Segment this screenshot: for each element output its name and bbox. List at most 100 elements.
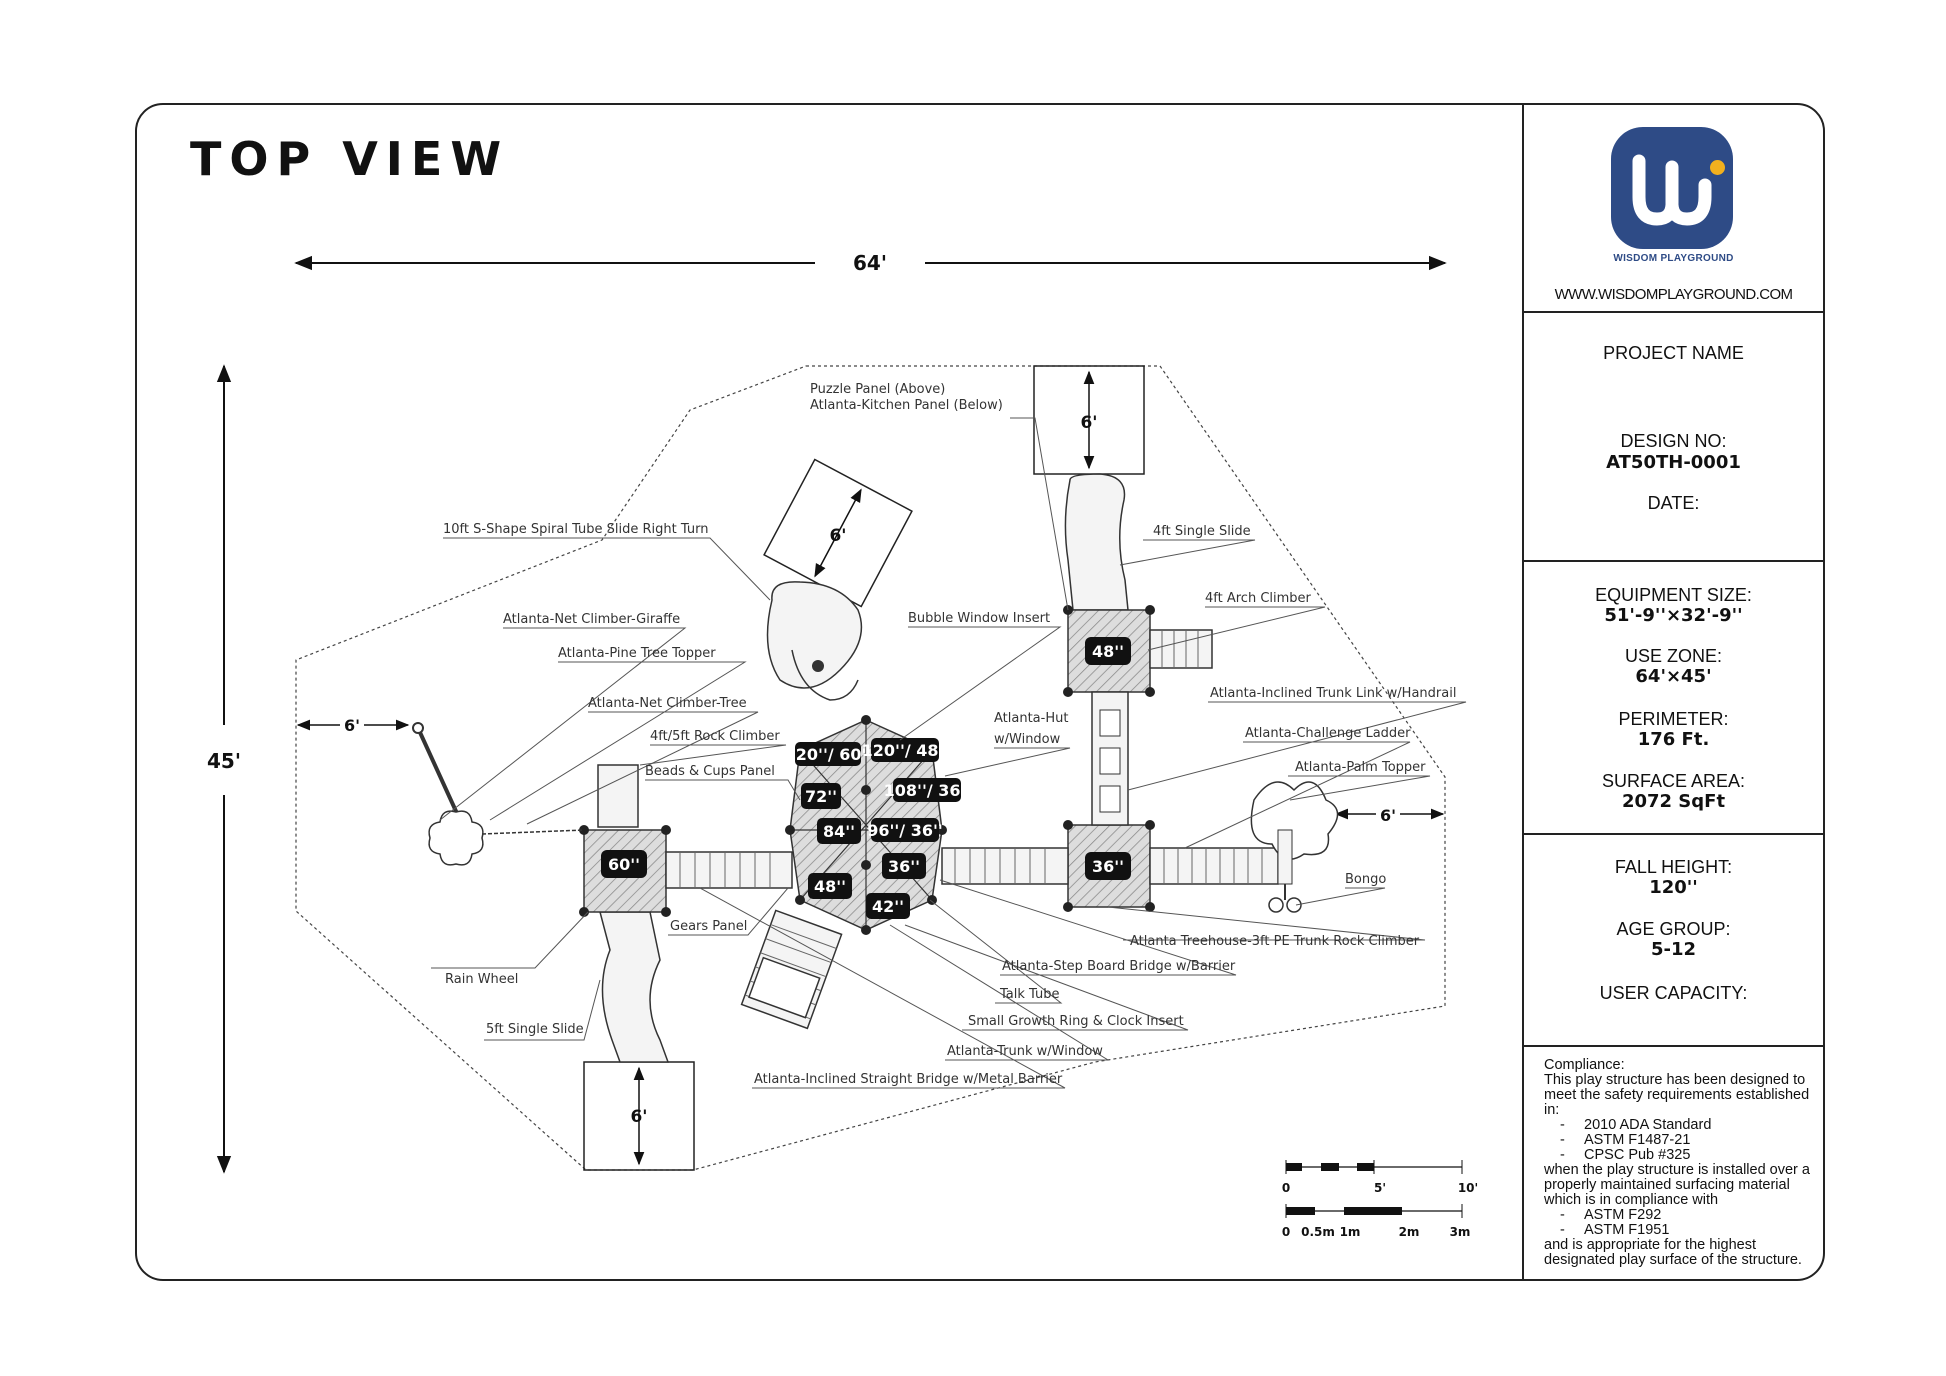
compliance-surfacing: ASTM F292 ASTM F1951 xyxy=(1544,1208,1816,1238)
compliance-middle: when the play structure is installed ove… xyxy=(1544,1162,1810,1208)
compliance-closing: and is appropriate for the highest desig… xyxy=(1544,1237,1802,1268)
compliance-note: Compliance: This play structure has been… xyxy=(1544,1058,1816,1268)
list-item: CPSC Pub #325 xyxy=(1544,1148,1816,1163)
scale-bar-meters: 0 0.5m 1m 2m 3m xyxy=(1282,1204,1471,1239)
title-block-rule xyxy=(1524,833,1823,835)
label-rain-wheel: Rain Wheel xyxy=(445,972,518,987)
svg-text:108''/ 36'': 108''/ 36'' xyxy=(884,781,971,800)
logo-w-icon xyxy=(1632,154,1712,226)
label-trunk-link: Atlanta-Inclined Trunk Link w/Handrail xyxy=(1210,686,1456,701)
age-group-label: AGE GROUP: xyxy=(1616,919,1731,939)
deck-height-badge: 120''/ 60'' xyxy=(785,742,872,766)
fall-height-value: 120'' xyxy=(1649,877,1698,898)
label-hut-window: w/Window xyxy=(994,732,1061,747)
label-rock-climber: 4ft/5ft Rock Climber xyxy=(650,729,780,744)
brand-name: WISDOM PLAYGROUND xyxy=(1613,253,1734,264)
label-bubble-window: Bubble Window Insert xyxy=(908,611,1050,626)
net-climber-giraffe xyxy=(412,722,585,866)
title-block-rule xyxy=(1524,311,1823,313)
list-item: 2010 ADA Standard xyxy=(1544,1118,1816,1133)
svg-text:36'': 36'' xyxy=(1092,857,1124,876)
surface-area-value: 2072 SqFt xyxy=(1621,791,1726,812)
svg-text:10': 10' xyxy=(1458,1181,1478,1195)
svg-text:48'': 48'' xyxy=(814,877,846,896)
list-item: ASTM F1951 xyxy=(1544,1223,1816,1238)
label-step-bridge: Atlanta-Step Board Bridge w/Barrier xyxy=(1002,959,1236,974)
step-board-bridge xyxy=(941,847,1069,885)
svg-text:2m: 2m xyxy=(1399,1225,1420,1239)
svg-text:84'': 84'' xyxy=(823,822,855,841)
label-beads-panel: Beads & Cups Panel xyxy=(645,764,775,779)
date-label: DATE: xyxy=(1647,493,1700,513)
list-item: ASTM F1487-21 xyxy=(1544,1133,1816,1148)
label-talk-tube: Talk Tube xyxy=(999,987,1059,1002)
spiral-slide xyxy=(766,581,863,689)
svg-text:96''/ 36'': 96''/ 36'' xyxy=(867,821,943,840)
label-palm-topper: Atlanta-Palm Topper xyxy=(1295,760,1426,775)
svg-text:3m: 3m xyxy=(1450,1225,1471,1239)
website-url: WWW.WISDOMPLAYGROUND.COM xyxy=(1554,286,1793,303)
deck-height-badge: 36'' xyxy=(1085,852,1131,880)
deck-height-badge: 42'' xyxy=(866,893,910,919)
label-treehouse: Atlanta Treehouse-3ft PE Trunk Rock Clim… xyxy=(1130,934,1420,949)
svg-text:120''/ 48'': 120''/ 48'' xyxy=(862,741,949,760)
arch-climber xyxy=(1149,629,1213,669)
title-block-rule xyxy=(1524,1045,1823,1047)
use-zone-label: USE ZONE: xyxy=(1624,646,1722,666)
label-bongo: Bongo xyxy=(1345,872,1386,887)
svg-text:36'': 36'' xyxy=(888,857,920,876)
rock-climber-4ft xyxy=(597,764,639,828)
clearance-dimension: 6' xyxy=(344,716,360,735)
deck-height-badge: 108''/ 36'' xyxy=(884,778,971,802)
design-no-label: DESIGN NO: xyxy=(1620,431,1727,451)
fall-height-label: FALL HEIGHT: xyxy=(1614,857,1733,877)
title-block-rule xyxy=(1524,560,1823,562)
label-gears-panel: Gears Panel xyxy=(670,919,747,934)
age-group-value: 5-12 xyxy=(1650,939,1697,960)
label-hut: Atlanta-Hut xyxy=(994,711,1068,726)
compliance-intro: This play structure has been designed to… xyxy=(1544,1072,1810,1118)
width-dimension: 64' xyxy=(853,251,887,275)
project-name-label: PROJECT NAME xyxy=(1603,343,1744,363)
bongo xyxy=(1268,884,1302,913)
deck-height-badge: 120''/ 48'' xyxy=(862,738,949,762)
clearance-dimension: 6' xyxy=(1080,413,1097,433)
perimeter-value: 176 Ft. xyxy=(1637,729,1710,750)
svg-text:0: 0 xyxy=(1282,1225,1290,1239)
label-pine-topper: Atlanta-Pine Tree Topper xyxy=(558,646,716,661)
brand-logo xyxy=(1611,127,1733,249)
list-item: ASTM F292 xyxy=(1544,1208,1816,1223)
label-spiral-slide: 10ft S-Shape Spiral Tube Slide Right Tur… xyxy=(443,522,708,537)
label-net-giraffe: Atlanta-Net Climber-Giraffe xyxy=(503,612,680,627)
label-single-slide-4ft: 4ft Single Slide xyxy=(1153,524,1251,539)
deck-height-badge: 48'' xyxy=(1085,637,1131,665)
slide-4ft xyxy=(1064,473,1129,611)
label-net-tree: Atlanta-Net Climber-Tree xyxy=(588,696,747,711)
svg-text:0: 0 xyxy=(1282,1181,1290,1195)
svg-text:42'': 42'' xyxy=(872,897,904,916)
page-title: TOP VIEW xyxy=(190,132,510,186)
user-capacity-label: USER CAPACITY: xyxy=(1599,983,1748,1003)
label-puzzle-panel: Puzzle Panel (Above) xyxy=(810,382,945,397)
equipment-size-label: EQUIPMENT SIZE: xyxy=(1595,585,1752,605)
deck-height-badge: 48'' xyxy=(808,873,852,899)
deck-height-badge: 60'' xyxy=(601,850,647,878)
tower-deck-top xyxy=(1063,605,1155,697)
svg-text:48'': 48'' xyxy=(1092,642,1124,661)
deck-height-badge: 72'' xyxy=(801,783,841,809)
deck-height-badge: 36'' xyxy=(882,853,926,879)
logo-dot xyxy=(1710,160,1725,175)
title-block-divider xyxy=(1522,103,1524,1281)
use-zone-outline xyxy=(295,365,1446,1171)
compliance-heading: Compliance: xyxy=(1544,1057,1625,1073)
label-arch-climber: 4ft Arch Climber xyxy=(1205,591,1312,606)
label-single-slide-5ft: 5ft Single Slide xyxy=(486,1022,584,1037)
label-straight-bridge: Atlanta-Inclined Straight Bridge w/Metal… xyxy=(754,1072,1063,1087)
deck-height-badge: 96''/ 36'' xyxy=(867,818,943,842)
label-trunk-window: Atlanta-Trunk w/Window xyxy=(947,1044,1103,1059)
label-growth-ring: Small Growth Ring & Clock Insert xyxy=(968,1014,1184,1029)
clearance-dimension: 6' xyxy=(829,526,846,546)
svg-text:120''/ 60'': 120''/ 60'' xyxy=(785,745,872,764)
deck-height-badge: 84'' xyxy=(817,818,861,844)
